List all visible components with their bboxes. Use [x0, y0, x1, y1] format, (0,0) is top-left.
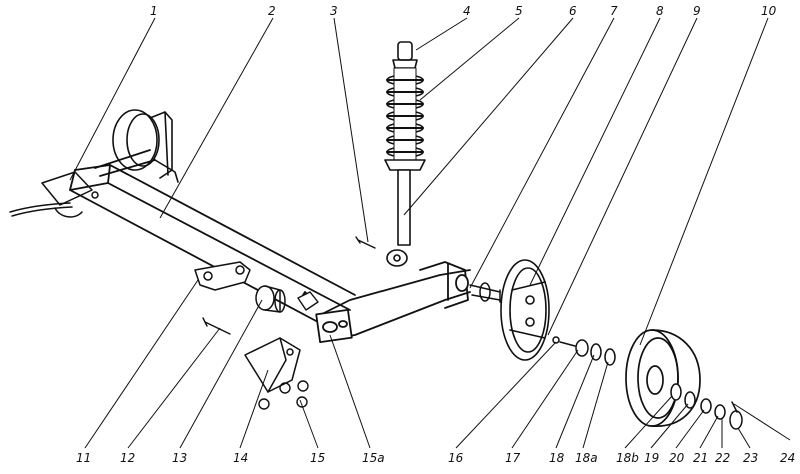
callout-15: 15 [310, 451, 325, 465]
callout-5: 5 [515, 4, 523, 18]
callout-17: 17 [505, 451, 521, 465]
callout-18b: 18b [616, 451, 639, 465]
cable-bracket [9, 171, 99, 218]
clip-part [297, 291, 319, 311]
left-hub-assembly [112, 109, 179, 183]
bracket-11 [194, 261, 251, 291]
callout-8: 8 [656, 4, 664, 18]
bolt-12 [202, 317, 231, 335]
shock-absorber [384, 41, 426, 267]
callout-2: 2 [268, 4, 276, 18]
callout-7: 7 [610, 4, 618, 18]
callout-3: 3 [330, 4, 338, 18]
leader-lines [69, 17, 791, 449]
callout-24: 24 [780, 451, 795, 465]
callout-labels: 1 2 3 4 5 6 7 8 9 10 11 12 13 14 15 15a … [76, 4, 795, 465]
bushing-13 [255, 285, 286, 313]
callout-9: 9 [693, 4, 701, 18]
callout-14: 14 [233, 451, 248, 465]
brake-backing-plate [500, 259, 550, 361]
callout-11: 11 [76, 451, 91, 465]
bracket-14 [244, 337, 301, 393]
brake-drum [625, 329, 701, 427]
trailing-arm [299, 261, 471, 343]
callout-18a: 18a [575, 451, 598, 465]
callout-12: 12 [120, 451, 135, 465]
callout-1: 1 [150, 4, 158, 18]
bearing-set [552, 336, 616, 366]
nuts-15 [258, 380, 309, 410]
callout-18: 18 [549, 451, 565, 465]
callout-20: 20 [669, 451, 685, 465]
callout-23: 23 [743, 451, 758, 465]
callout-13: 13 [172, 451, 187, 465]
callout-10: 10 [761, 4, 777, 18]
callout-6: 6 [569, 4, 577, 18]
callout-22: 22 [715, 451, 730, 465]
callout-16: 16 [448, 451, 464, 465]
axle-crossbeam [69, 149, 356, 323]
callout-4: 4 [463, 4, 471, 18]
stub-axle [469, 282, 501, 303]
hub-fasteners [670, 383, 743, 430]
callout-15a: 15a [362, 451, 385, 465]
callout-21: 21 [693, 451, 708, 465]
bolt-3 [355, 236, 376, 249]
callout-19: 19 [644, 451, 659, 465]
